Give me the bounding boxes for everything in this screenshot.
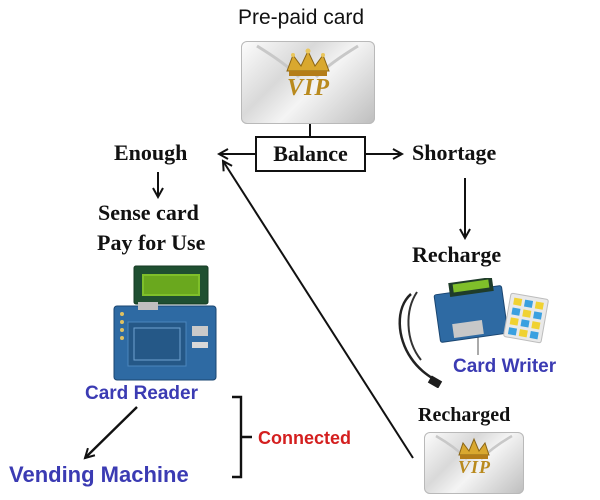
card-writer-label: Card Writer <box>453 356 557 377</box>
card-writer-image <box>393 277 561 389</box>
balance-box: Balance <box>255 136 366 172</box>
prepaid-card-image: VIP <box>241 41 375 124</box>
card-reader-image <box>108 262 228 384</box>
card-reader-icon <box>113 265 217 381</box>
prepaid-card-title: Pre-paid card <box>238 6 365 29</box>
recharged-card-image: VIP <box>424 432 524 494</box>
recharged-card-mark: VIP <box>458 457 492 477</box>
recharged-to-enough-arrow <box>223 161 414 459</box>
connected-label: Connected <box>258 428 352 448</box>
connected-bracket <box>232 395 252 479</box>
card-reader-label: Card Reader <box>85 383 198 404</box>
prepaid-card-mark: VIP <box>287 75 331 101</box>
pay-for-use-label: Pay for Use <box>97 230 206 255</box>
sense-card-label: Sense card <box>98 200 199 225</box>
recharge-label: Recharge <box>412 242 502 267</box>
recharged-label: Recharged <box>418 404 511 426</box>
enough-label: Enough <box>114 140 188 165</box>
vip-card-icon <box>435 434 513 460</box>
balance-label: Balance <box>273 141 348 166</box>
vip-card-icon <box>256 44 359 79</box>
reader-to-vending-arrow <box>85 406 138 458</box>
shortage-label: Shortage <box>412 140 497 165</box>
vending-machine-label: Vending Machine <box>9 462 189 487</box>
card-writer-icon <box>398 277 549 389</box>
